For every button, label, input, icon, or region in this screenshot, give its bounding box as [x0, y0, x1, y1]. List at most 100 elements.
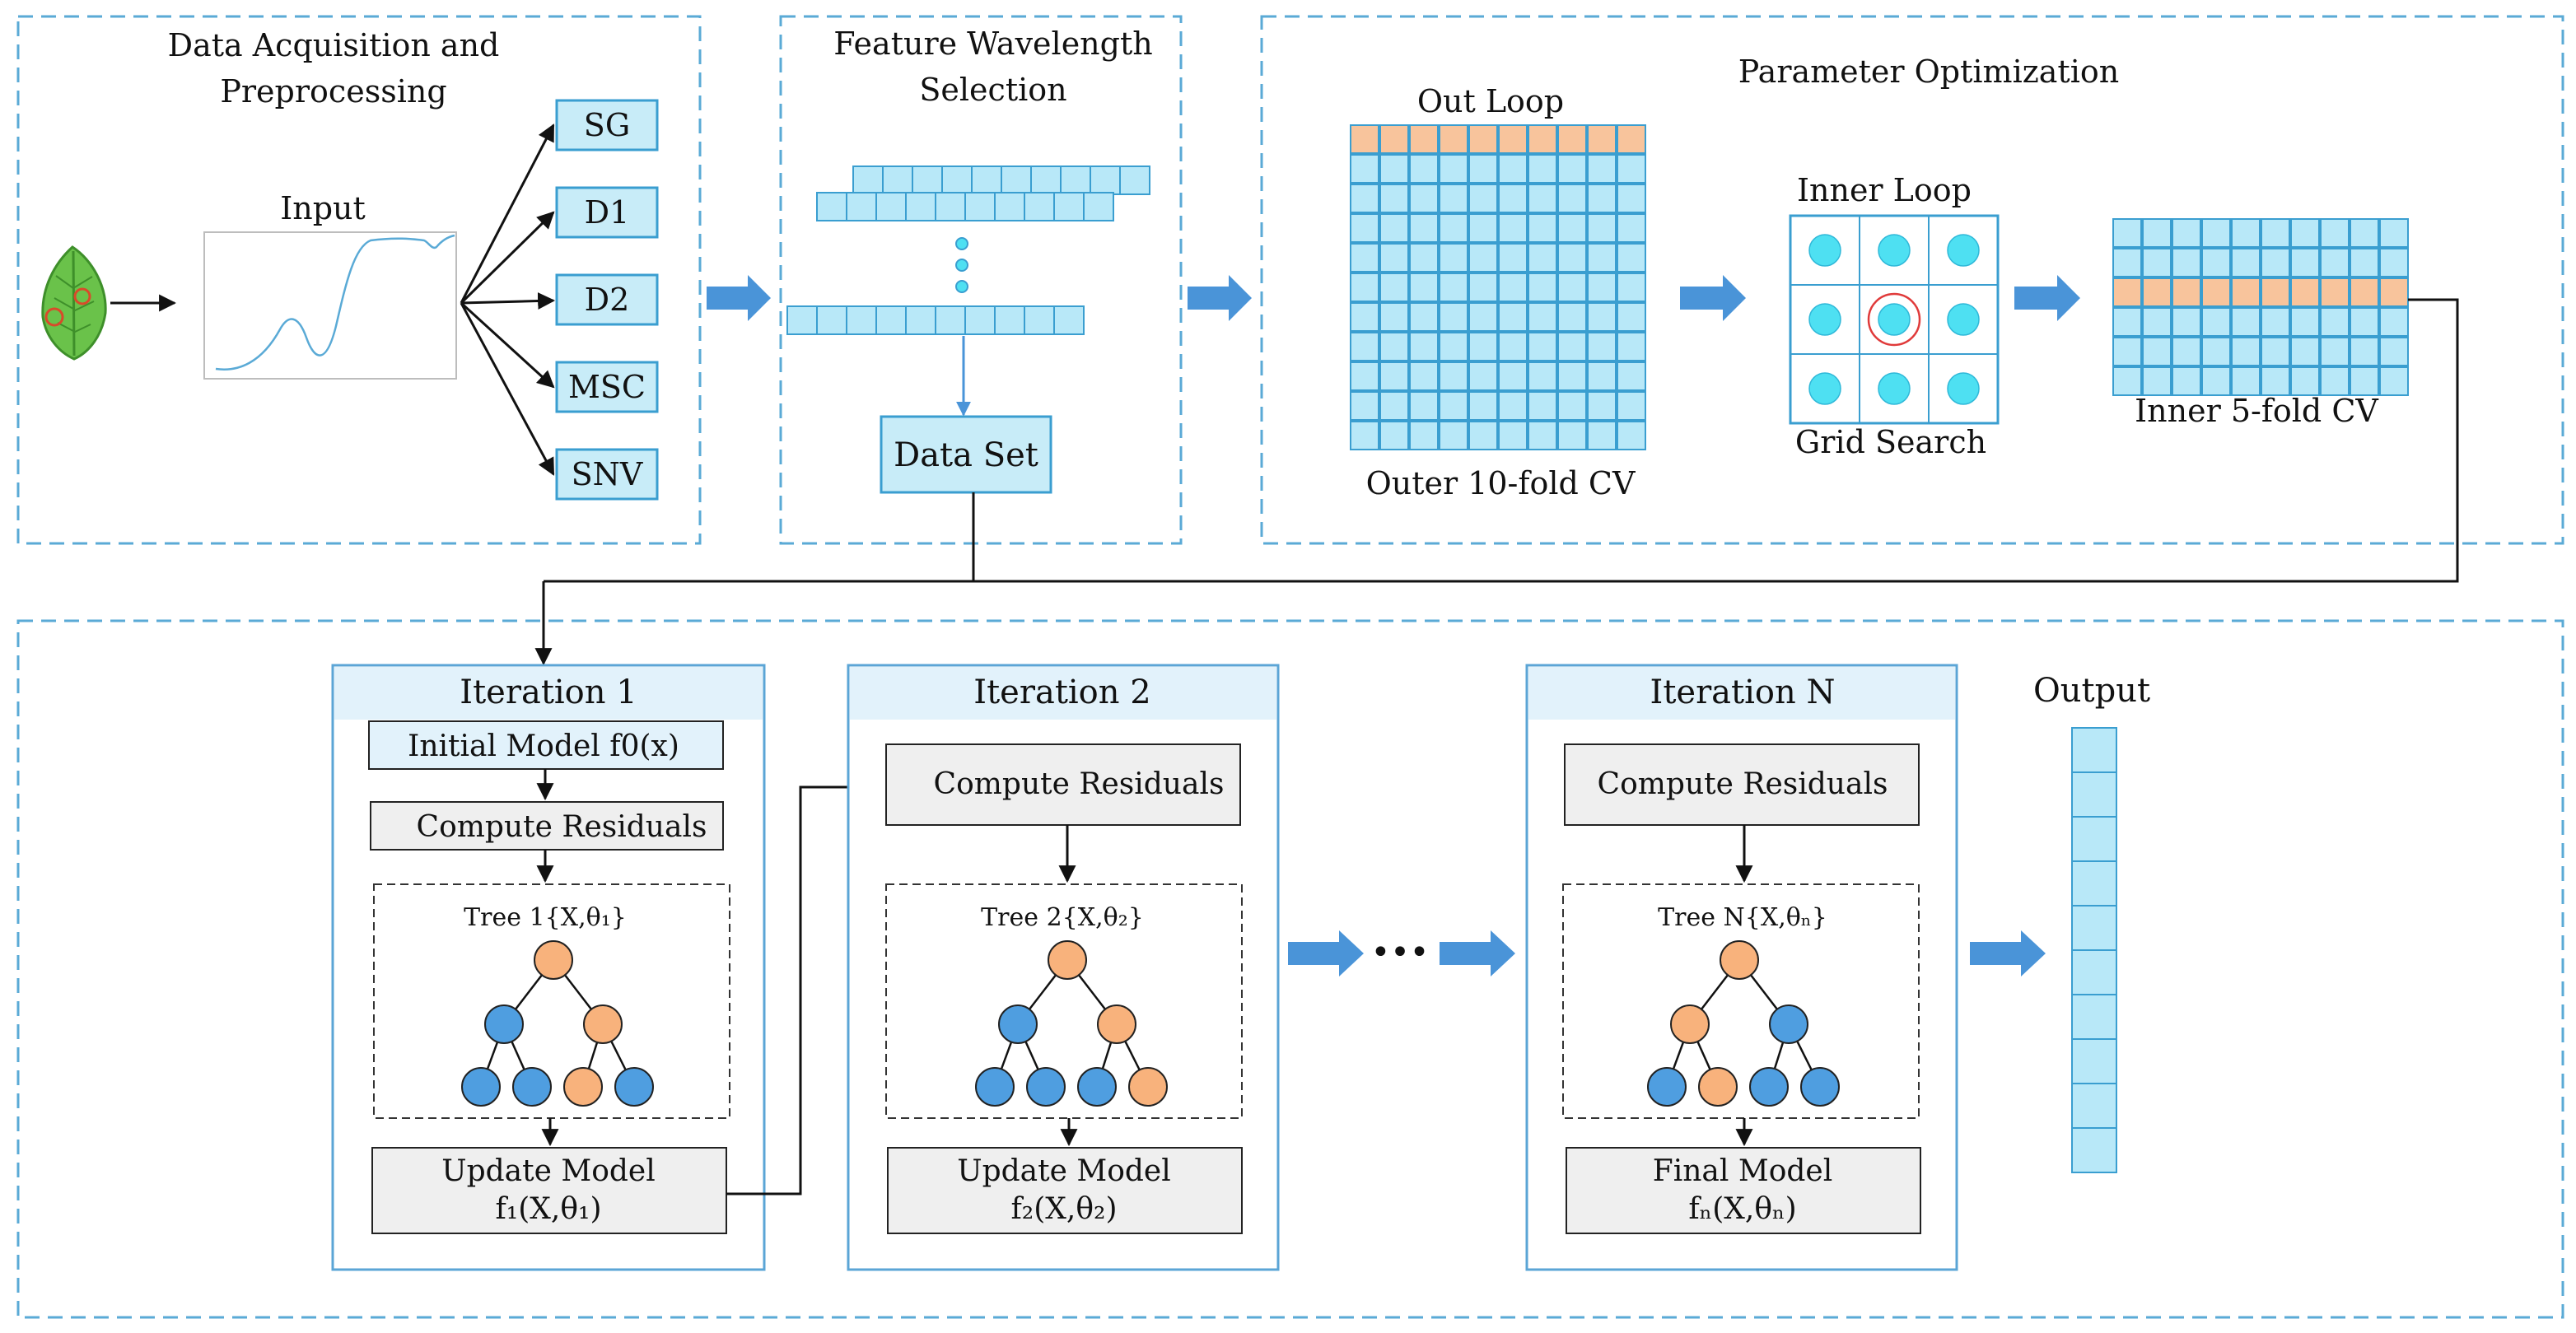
method-label: SNV: [572, 456, 643, 492]
tree-node: [1077, 1067, 1117, 1107]
tree-frame: [885, 883, 1243, 1119]
hyperparameter-point: [1947, 234, 1980, 267]
outer-train-fold-cell: [1409, 391, 1439, 421]
outer-train-fold-cell: [1409, 213, 1439, 243]
residuals-label: Compute Residuals: [934, 767, 1225, 801]
outer-train-fold-cell: [1350, 243, 1379, 273]
outer-train-fold-cell: [1617, 361, 1646, 391]
inner-train-fold-cell: [2379, 307, 2409, 337]
outer-train-fold-cell: [1617, 273, 1646, 302]
inner-train-fold-cell: [2201, 366, 2231, 396]
outer-train-fold-cell: [1379, 213, 1409, 243]
inner-cv-grid: [2112, 218, 2409, 396]
outer-train-fold-cell: [1379, 184, 1409, 213]
output-cell: [2071, 1083, 2117, 1129]
outer-train-fold-cell: [1587, 361, 1617, 391]
method-label: MSC: [568, 369, 646, 405]
initial-model-box: [368, 720, 724, 770]
output-label: Output: [2033, 672, 2150, 710]
outer-test-fold-cell: [1587, 124, 1617, 154]
flow-arrow-6: [1440, 930, 1515, 976]
ellipsis-dot: [955, 280, 968, 293]
wavelength-cell: [941, 165, 973, 195]
wavelength-cell: [875, 305, 907, 335]
outer-train-fold-cell: [1409, 154, 1439, 184]
boosting-frame: [16, 619, 2564, 1319]
outer-train-fold-cell: [1587, 213, 1617, 243]
outer-train-fold-cell: [1350, 421, 1379, 450]
tree-node: [1720, 940, 1759, 980]
leaf-icon: [41, 245, 107, 361]
hyperparameter-point: [1808, 234, 1841, 267]
inner-train-fold-cell: [2320, 307, 2350, 337]
outer-train-fold-cell: [1350, 184, 1379, 213]
tree-node: [484, 1004, 524, 1044]
wavelength-cell: [1024, 305, 1055, 335]
method-box-snv: [555, 448, 659, 501]
hyperparameter-point: [1878, 234, 1911, 267]
tree-frame: [373, 883, 730, 1119]
tree-node: [614, 1067, 654, 1107]
wavelength-cell: [1030, 165, 1062, 195]
inner-train-fold-cell: [2350, 366, 2379, 396]
outer-train-fold-cell: [1498, 302, 1528, 332]
hyperparameter-point: [1878, 303, 1911, 336]
outer-train-fold-cell: [1409, 332, 1439, 361]
outer-train-fold-cell: [1350, 302, 1379, 332]
outer-train-fold-cell: [1528, 332, 1557, 361]
iteration-1-title: Iteration 1: [460, 673, 637, 711]
outer-train-fold-cell: [1617, 421, 1646, 450]
inner-train-fold-cell: [2172, 337, 2201, 366]
wavelength-cell: [935, 305, 966, 335]
output-cell: [2071, 905, 2117, 951]
final-model-label: Final Model: [1653, 1154, 1833, 1188]
tree-node: [1698, 1067, 1738, 1107]
outer-train-fold-cell: [1498, 361, 1528, 391]
outer-train-fold-cell: [1350, 361, 1379, 391]
outer-test-fold-cell: [1350, 124, 1379, 154]
inner-validation-fold-cell: [2231, 277, 2261, 307]
outer-train-fold-cell: [1350, 213, 1379, 243]
output-cell: [2071, 816, 2117, 862]
wavelength-cell: [846, 192, 877, 221]
iteration-2-panel: Iteration 2 Compute Residuals Tree 2{X,θ…: [847, 664, 1280, 1271]
tree-n-label: Tree N{X,θₙ}: [1658, 903, 1827, 932]
inner-validation-fold-cell: [2172, 277, 2201, 307]
inner-validation-fold-cell: [2320, 277, 2350, 307]
inner-train-fold-cell: [2261, 307, 2290, 337]
wavelength-cell: [964, 305, 996, 335]
iteration-1-panel: Iteration 1 Initial Model f0(x) Compute …: [331, 664, 766, 1271]
output-cell: [2071, 1127, 2117, 1173]
outer-train-fold-cell: [1439, 243, 1468, 273]
outer-train-fold-cell: [1379, 302, 1409, 332]
outer-test-fold-cell: [1617, 124, 1646, 154]
iteration-2-title: Iteration 2: [973, 673, 1150, 711]
tree-node: [1048, 940, 1087, 980]
outer-train-fold-cell: [1617, 332, 1646, 361]
outer-train-fold-cell: [1439, 213, 1468, 243]
inner-validation-fold-cell: [2379, 277, 2409, 307]
output-cell: [2071, 727, 2117, 773]
input-label: Input: [280, 190, 366, 226]
ellipsis: •••: [1371, 934, 1430, 972]
outer-train-fold-cell: [1557, 361, 1587, 391]
residuals-box: [370, 801, 724, 851]
outer-train-fold-cell: [1439, 273, 1468, 302]
inner-train-fold-cell: [2112, 248, 2142, 277]
spectrum-plot: [203, 231, 457, 380]
tree-node: [1647, 1067, 1687, 1107]
inner-train-fold-cell: [2290, 248, 2320, 277]
residuals-box: [1564, 743, 1920, 826]
wavelength-cell: [905, 192, 936, 221]
inner-train-fold-cell: [2201, 307, 2231, 337]
tree-node: [1769, 1004, 1808, 1044]
outer-train-fold-cell: [1498, 213, 1528, 243]
inner-validation-fold-cell: [2142, 277, 2172, 307]
hyperparameter-point: [1808, 372, 1841, 405]
outer-train-fold-cell: [1557, 302, 1587, 332]
outer-train-fold-cell: [1498, 154, 1528, 184]
outer-train-fold-cell: [1468, 302, 1498, 332]
inner-train-fold-cell: [2231, 248, 2261, 277]
